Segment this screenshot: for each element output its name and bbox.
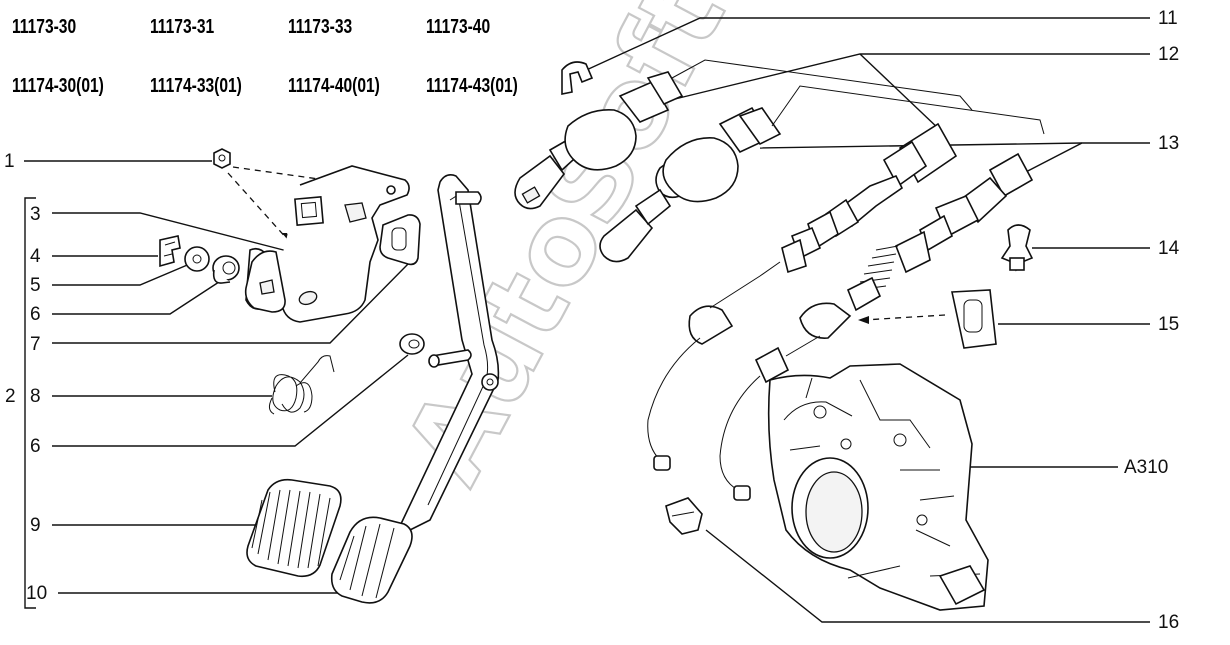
cable-end-part-12: [514, 71, 782, 263]
pedal-pad-part-9: [246, 478, 342, 578]
washer-part-5: [184, 246, 210, 272]
cable-sleeve-part-13: [781, 122, 1034, 312]
callout-label: 6: [30, 436, 41, 457]
callout-label: 1: [4, 151, 15, 172]
clutch-pedal-arm: [398, 174, 500, 531]
spring-part-8: [268, 355, 335, 415]
model-code: 11173-33: [288, 15, 352, 37]
cable-boots: [647, 261, 852, 501]
nut-part-1: [213, 148, 231, 169]
clip-part-11: [561, 61, 594, 95]
callout-label: 16: [1158, 612, 1179, 633]
callout-label: 4: [30, 246, 41, 267]
model-code: 11173-31: [150, 15, 214, 37]
clip-part-15: [951, 289, 997, 349]
clip-part-14: [1000, 224, 1034, 272]
pedal-pad-part-10: [330, 516, 413, 604]
callout-label: 5: [30, 275, 41, 296]
callout-label: 7: [30, 334, 41, 355]
transmission-housing-A310: [767, 363, 989, 611]
bracket-plate-part-3: [244, 165, 410, 323]
clip-part-16: [665, 497, 703, 535]
clip-part-4: [159, 235, 181, 268]
model-code: 11174-33(01): [150, 74, 242, 96]
cable-housing-outline: [671, 59, 1045, 135]
model-code: 11173-30: [12, 15, 76, 37]
callout-label: 10: [26, 583, 47, 604]
callout-label: 13: [1158, 133, 1179, 154]
model-code: 11173-40: [426, 15, 490, 37]
bushing-part-6: [212, 255, 240, 284]
callout-label: 3: [30, 204, 41, 225]
model-code: 11174-40(01): [288, 74, 380, 96]
callout-label: 8: [30, 386, 41, 407]
model-code: 11174-30(01): [12, 74, 104, 96]
callout-label: A310: [1124, 457, 1168, 478]
callout-label: 2: [5, 386, 16, 407]
callouts-left: 1 3 4 5 6 7 2 8 6 9 10: [4, 151, 411, 604]
model-code: 11174-43(01): [426, 74, 518, 96]
callout-label: 15: [1158, 314, 1179, 335]
callout-label: 14: [1158, 238, 1180, 259]
model-codes: 11173-30 11173-31 11173-33 11173-40 1117…: [12, 15, 518, 96]
callouts-right: 11 12 13 14 15 A310 16: [581, 8, 1180, 633]
callout-label: 12: [1158, 44, 1179, 65]
callout-label: 9: [30, 515, 41, 536]
bushing-part-6-lower: [399, 333, 425, 355]
plate-part-7: [379, 214, 421, 266]
callout-label: 6: [30, 304, 41, 325]
callout-label: 11: [1158, 8, 1178, 29]
group-bracket: [24, 197, 36, 609]
